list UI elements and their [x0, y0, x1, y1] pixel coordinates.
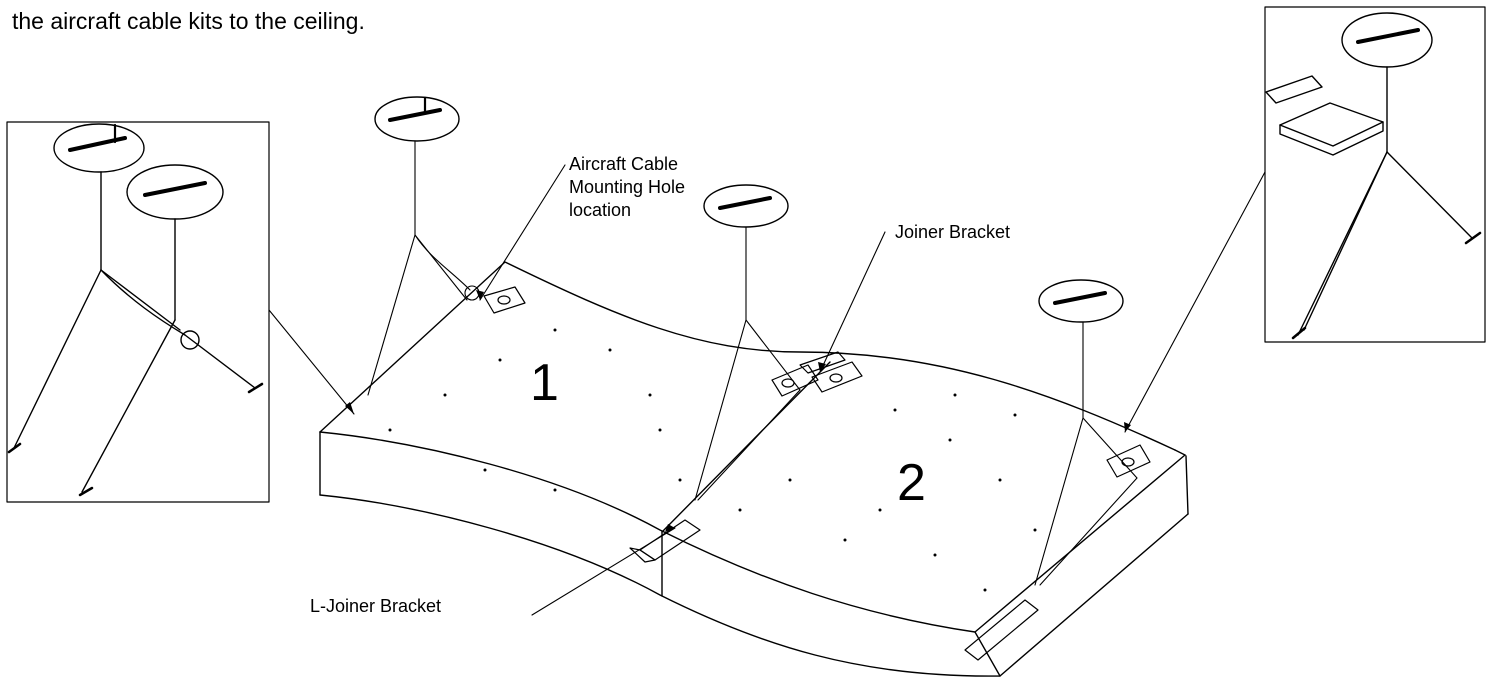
panel-top-right-edge [1174, 449, 1186, 456]
label-aircraft-cable-1: Aircraft Cable [569, 154, 678, 174]
ceiling-plates [374, 96, 1124, 323]
label-l-joiner-bracket: L-Joiner Bracket [310, 596, 441, 616]
corner-bracket [964, 599, 1039, 661]
inset-right-small-plate [1265, 75, 1323, 104]
leader-lines [268, 164, 1266, 616]
inset-right [1264, 6, 1486, 343]
aircraft-cables [367, 140, 1138, 586]
inset-left-frame [6, 121, 270, 503]
panel-top-back-edge [319, 261, 1176, 451]
intro-text: the aircraft cable kits to the ceiling. [12, 8, 365, 34]
leader-aircraft-cable [479, 164, 566, 301]
panel-top-front-edge [319, 431, 1186, 633]
leader-arrowheads [345, 290, 1131, 532]
ceiling-plate-1 [374, 96, 460, 142]
panel-right-vertical [1185, 455, 1189, 515]
joiner-bracket-right [811, 361, 863, 393]
mount-plate-1 [483, 286, 526, 314]
leader-l-joiner [531, 527, 676, 616]
label-joiner-bracket: Joiner Bracket [895, 222, 1010, 242]
brackets [483, 286, 1151, 661]
mount-plate-3-hole [1121, 457, 1135, 467]
l-joiner-bracket-tab [629, 547, 656, 563]
ceiling-plate-3 [1038, 279, 1124, 323]
panel-number-2: 2 [897, 454, 926, 512]
panel-holes [388, 328, 1037, 592]
inset-left [6, 121, 270, 503]
mount-plate-1-hole [497, 295, 511, 305]
label-aircraft-cable-3: location [569, 200, 631, 220]
panel-number-1: 1 [530, 354, 559, 412]
panel-corner-vertical [974, 631, 1001, 677]
joiner-bracket-left [771, 364, 819, 397]
mount-plate-3 [1106, 444, 1151, 478]
panel-seam [661, 361, 831, 533]
panel-side-bottom-edge [319, 494, 1189, 677]
label-aircraft-cable-2: Mounting Hole [569, 177, 685, 197]
leader-joiner-bracket [819, 231, 886, 373]
leader-inset-left [268, 309, 355, 415]
panel-assembly [319, 261, 1189, 677]
joiner-bracket-top [799, 351, 846, 374]
leader-inset-right [1124, 171, 1266, 433]
joiner-bracket-hole-2 [829, 373, 843, 383]
ceiling-plate-2 [703, 184, 789, 228]
inset-right-frame [1264, 6, 1486, 343]
